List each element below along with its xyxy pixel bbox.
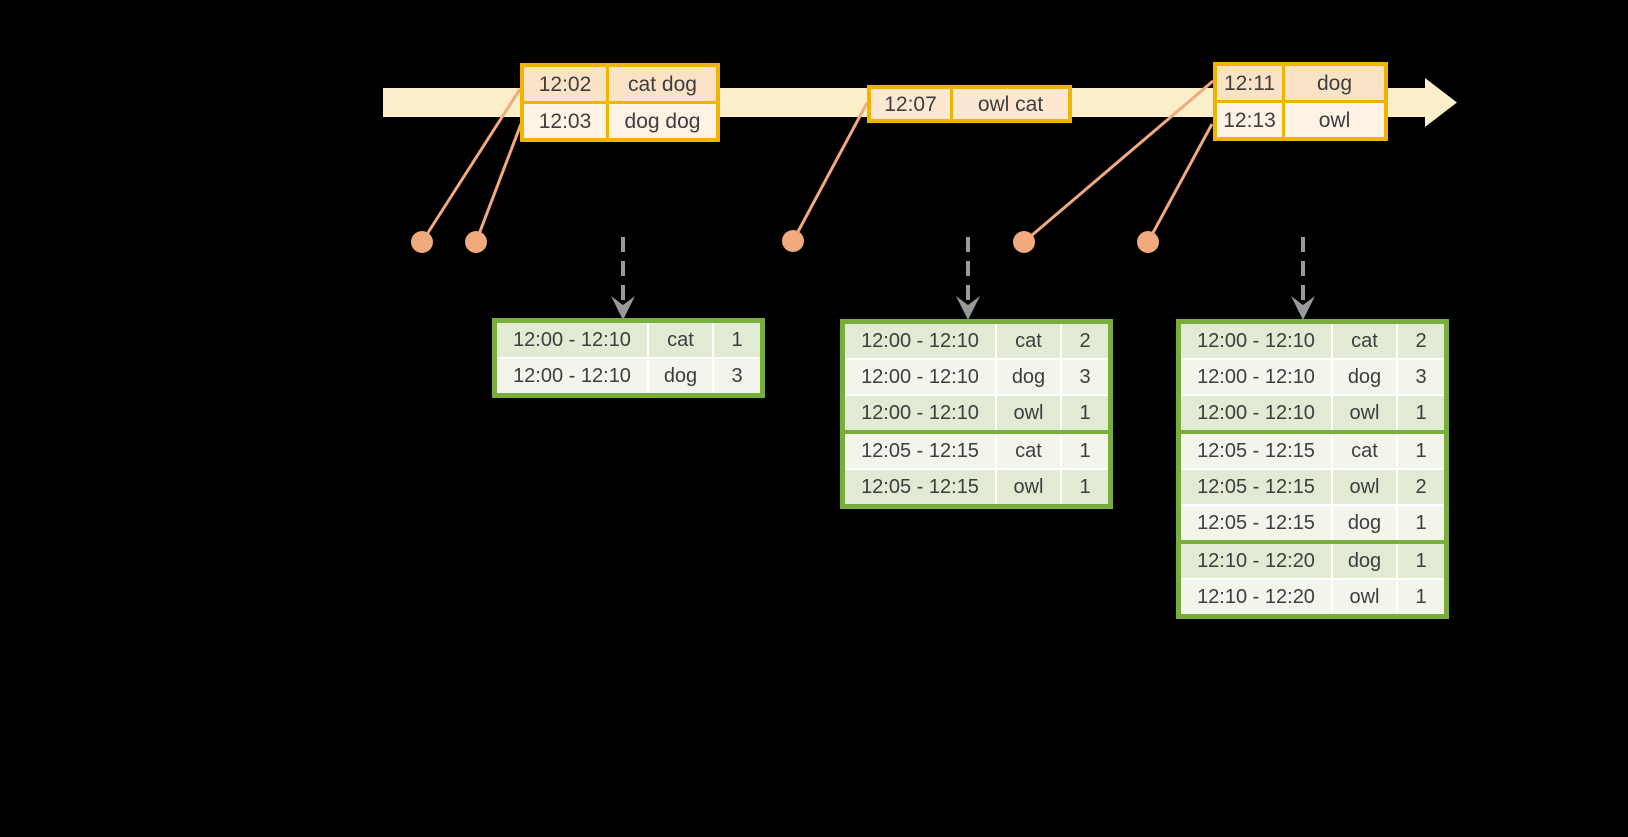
result-row: 12:00 - 12:10 owl 1: [1177, 394, 1448, 433]
count-cell: 1: [1396, 578, 1448, 618]
word-cell: cat: [995, 320, 1062, 360]
result-row: 12:05 - 12:15 owl 1: [841, 468, 1112, 508]
window-cell: 12:05 - 12:15: [1177, 430, 1333, 470]
window-cell: 12:05 - 12:15: [841, 430, 997, 470]
window-cell: 12:05 - 12:15: [1177, 504, 1333, 543]
count-cell: 1: [1396, 394, 1448, 433]
word-cell: dog: [1331, 504, 1398, 543]
trigger-arrow: [611, 237, 635, 320]
event-dot: [411, 231, 433, 253]
word-cell: cat: [995, 430, 1062, 470]
count-cell: 3: [1396, 358, 1448, 396]
window-cell: 12:00 - 12:10: [841, 320, 997, 360]
word-cell: dog: [1331, 540, 1398, 580]
window-cell: 12:10 - 12:20: [1177, 578, 1333, 618]
result-row: 12:05 - 12:15 dog 1: [1177, 504, 1448, 543]
count-cell: 1: [1060, 394, 1112, 433]
count-cell: 2: [1396, 468, 1448, 506]
word-cell: owl: [995, 394, 1062, 433]
result-row: 12:00 - 12:10 cat 2: [1177, 320, 1448, 360]
event-row: 12:13 owl: [1217, 103, 1384, 137]
result-row: 12:00 - 12:10 dog 3: [1177, 358, 1448, 396]
event-time-cell: 12:11: [1217, 66, 1282, 100]
result-row: 12:10 - 12:20 owl 1: [1177, 578, 1448, 618]
result-table-2: 12:00 - 12:10 cat 2 12:00 - 12:10 dog 3 …: [840, 319, 1113, 509]
event-row: 12:07 owl cat: [871, 89, 1068, 119]
trigger-arrowhead-icon: [956, 296, 980, 320]
event-words-cell: owl: [1285, 103, 1384, 137]
event-dot: [782, 230, 804, 252]
count-cell: 1: [712, 319, 764, 359]
result-row: 12:00 - 12:10 cat 1: [493, 319, 764, 359]
word-cell: owl: [995, 468, 1062, 508]
word-cell: dog: [995, 358, 1062, 396]
word-cell: owl: [1331, 578, 1398, 618]
window-cell: 12:05 - 12:15: [1177, 468, 1333, 506]
event-row: 12:03 dog dog: [524, 104, 716, 138]
count-cell: 1: [1396, 540, 1448, 580]
result-row: 12:00 - 12:10 dog 3: [493, 357, 764, 397]
word-cell: owl: [1331, 394, 1398, 433]
word-cell: dog: [1331, 358, 1398, 396]
trigger-arrow: [956, 237, 980, 320]
connector-line: [791, 102, 869, 242]
event-table-1: 12:02 cat dog 12:03 dog dog: [520, 63, 720, 142]
result-row: 12:05 - 12:15 cat 1: [1177, 430, 1448, 470]
result-row: 12:00 - 12:10 cat 2: [841, 320, 1112, 360]
word-cell: dog: [647, 357, 714, 397]
word-cell: cat: [1331, 320, 1398, 360]
window-cell: 12:00 - 12:10: [493, 319, 649, 359]
event-table-2: 12:07 owl cat: [867, 85, 1072, 123]
word-cell: owl: [1331, 468, 1398, 506]
window-cell: 12:05 - 12:15: [841, 468, 997, 508]
event-dot: [465, 231, 487, 253]
event-time-axis-arrowhead-icon: [1425, 78, 1457, 127]
count-cell: 1: [1060, 468, 1112, 508]
result-row: 12:00 - 12:10 owl 1: [841, 394, 1112, 433]
event-time-cell: 12:03: [524, 104, 606, 138]
event-dot: [1013, 231, 1035, 253]
connector-line: [1023, 79, 1214, 244]
event-dot: [1137, 231, 1159, 253]
word-cell: cat: [647, 319, 714, 359]
window-cell: 12:00 - 12:10: [1177, 358, 1333, 396]
word-cell: cat: [1331, 430, 1398, 470]
window-cell: 12:00 - 12:10: [841, 394, 997, 433]
trigger-arrowhead-icon: [611, 296, 635, 320]
window-cell: 12:00 - 12:10: [841, 358, 997, 396]
result-table-3: 12:00 - 12:10 cat 2 12:00 - 12:10 dog 3 …: [1176, 319, 1449, 619]
window-cell: 12:00 - 12:10: [493, 357, 649, 397]
count-cell: 1: [1396, 430, 1448, 470]
event-words-cell: cat dog: [609, 67, 716, 101]
result-row: 12:05 - 12:15 owl 2: [1177, 468, 1448, 506]
event-words-cell: dog: [1285, 66, 1384, 100]
event-row: 12:02 cat dog: [524, 67, 716, 101]
count-cell: 1: [1396, 504, 1448, 543]
result-table-1: 12:00 - 12:10 cat 1 12:00 - 12:10 dog 3: [492, 318, 765, 398]
event-time-cell: 12:13: [1217, 103, 1282, 137]
result-row: 12:10 - 12:20 dog 1: [1177, 540, 1448, 580]
event-row: 12:11 dog: [1217, 66, 1384, 100]
trigger-arrow: [1291, 237, 1315, 320]
connector-line: [420, 88, 522, 243]
count-cell: 2: [1396, 320, 1448, 360]
window-cell: 12:10 - 12:20: [1177, 540, 1333, 580]
event-words-cell: dog dog: [609, 104, 716, 138]
connector-line: [474, 123, 523, 243]
count-cell: 3: [1060, 358, 1112, 396]
result-row: 12:00 - 12:10 dog 3: [841, 358, 1112, 396]
count-cell: 2: [1060, 320, 1112, 360]
count-cell: 1: [1060, 430, 1112, 470]
connector-line: [1146, 123, 1214, 243]
event-time-cell: 12:02: [524, 67, 606, 101]
result-row: 12:05 - 12:15 cat 1: [841, 430, 1112, 470]
count-cell: 3: [712, 357, 764, 397]
window-cell: 12:00 - 12:10: [1177, 320, 1333, 360]
trigger-arrowhead-icon: [1291, 296, 1315, 320]
window-cell: 12:00 - 12:10: [1177, 394, 1333, 433]
event-table-3: 12:11 dog 12:13 owl: [1213, 62, 1388, 141]
event-words-cell: owl cat: [953, 89, 1068, 119]
event-time-cell: 12:07: [871, 89, 950, 119]
